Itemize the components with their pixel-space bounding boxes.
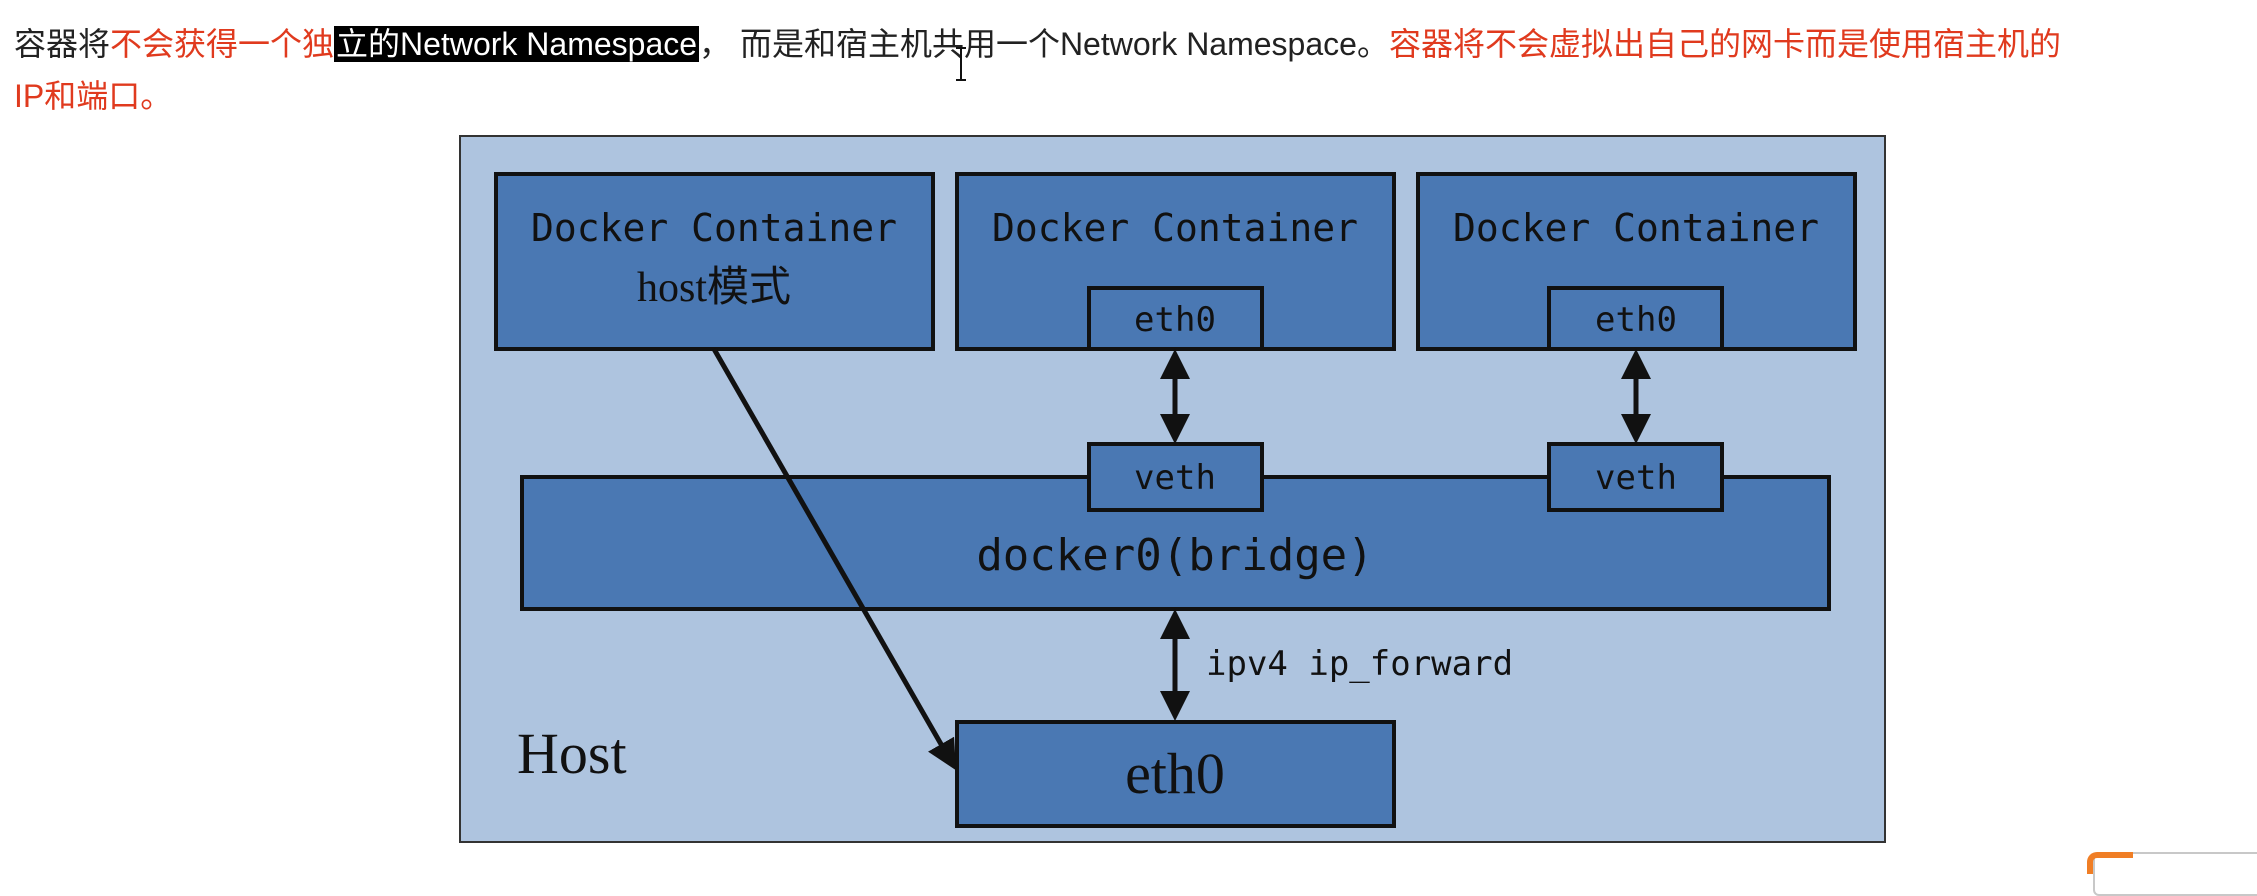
host-eth0-label: eth0 [1125, 741, 1225, 806]
text-segment: 容器将 [14, 26, 111, 62]
selected-text[interactable]: 立的Network Namespace [334, 26, 700, 62]
ip-forward-label: ipv4 ip_forward [1206, 644, 1513, 684]
paragraph-line-2: IP和端口。 [14, 70, 2257, 122]
host-label: Host [517, 721, 627, 786]
floating-widget[interactable] [2087, 852, 2257, 896]
text-segment-red: IP和端口。 [14, 78, 173, 114]
host-mode-label: host模式 [637, 265, 791, 311]
text-segment: ， 而是和宿主机共用一个Network Namespace。 [699, 26, 1389, 62]
host-mode-direct-arrow [711, 347, 956, 771]
veth-label: veth [1134, 458, 1216, 498]
text-segment-red: 容器将不会虚拟出自己的网卡而是使用宿主机的 [1388, 26, 2061, 62]
diagram-canvas: docker0(bridge) Docker Container host模式 … [494, 172, 1857, 828]
text-segment-red: 不会获得一个独 [110, 26, 335, 62]
text-cursor-ibeam-icon [956, 47, 966, 81]
bridge-label: docker0(bridge) [976, 530, 1373, 581]
container-eth0-label: eth0 [1595, 300, 1677, 340]
veth-label: veth [1595, 458, 1677, 498]
container-eth0-label: eth0 [1134, 300, 1216, 340]
container-title: Docker Container [992, 206, 1358, 250]
host-eth0-box [955, 720, 1396, 828]
container-title: Docker Container [1453, 206, 1819, 250]
article-paragraph: 容器将不会获得一个独立的Network Namespace， 而是和宿主机共用一… [14, 18, 2257, 122]
floating-widget-icon [2087, 852, 2133, 874]
paragraph-line-1: 容器将不会获得一个独立的Network Namespace， 而是和宿主机共用一… [14, 18, 2257, 70]
veth-box [1547, 442, 1724, 512]
docker-host-network-diagram: docker0(bridge) Docker Container host模式 … [459, 135, 1886, 843]
container-title: Docker Container [531, 206, 897, 250]
veth-box [1087, 442, 1264, 512]
docker-container-host-mode [494, 172, 935, 351]
